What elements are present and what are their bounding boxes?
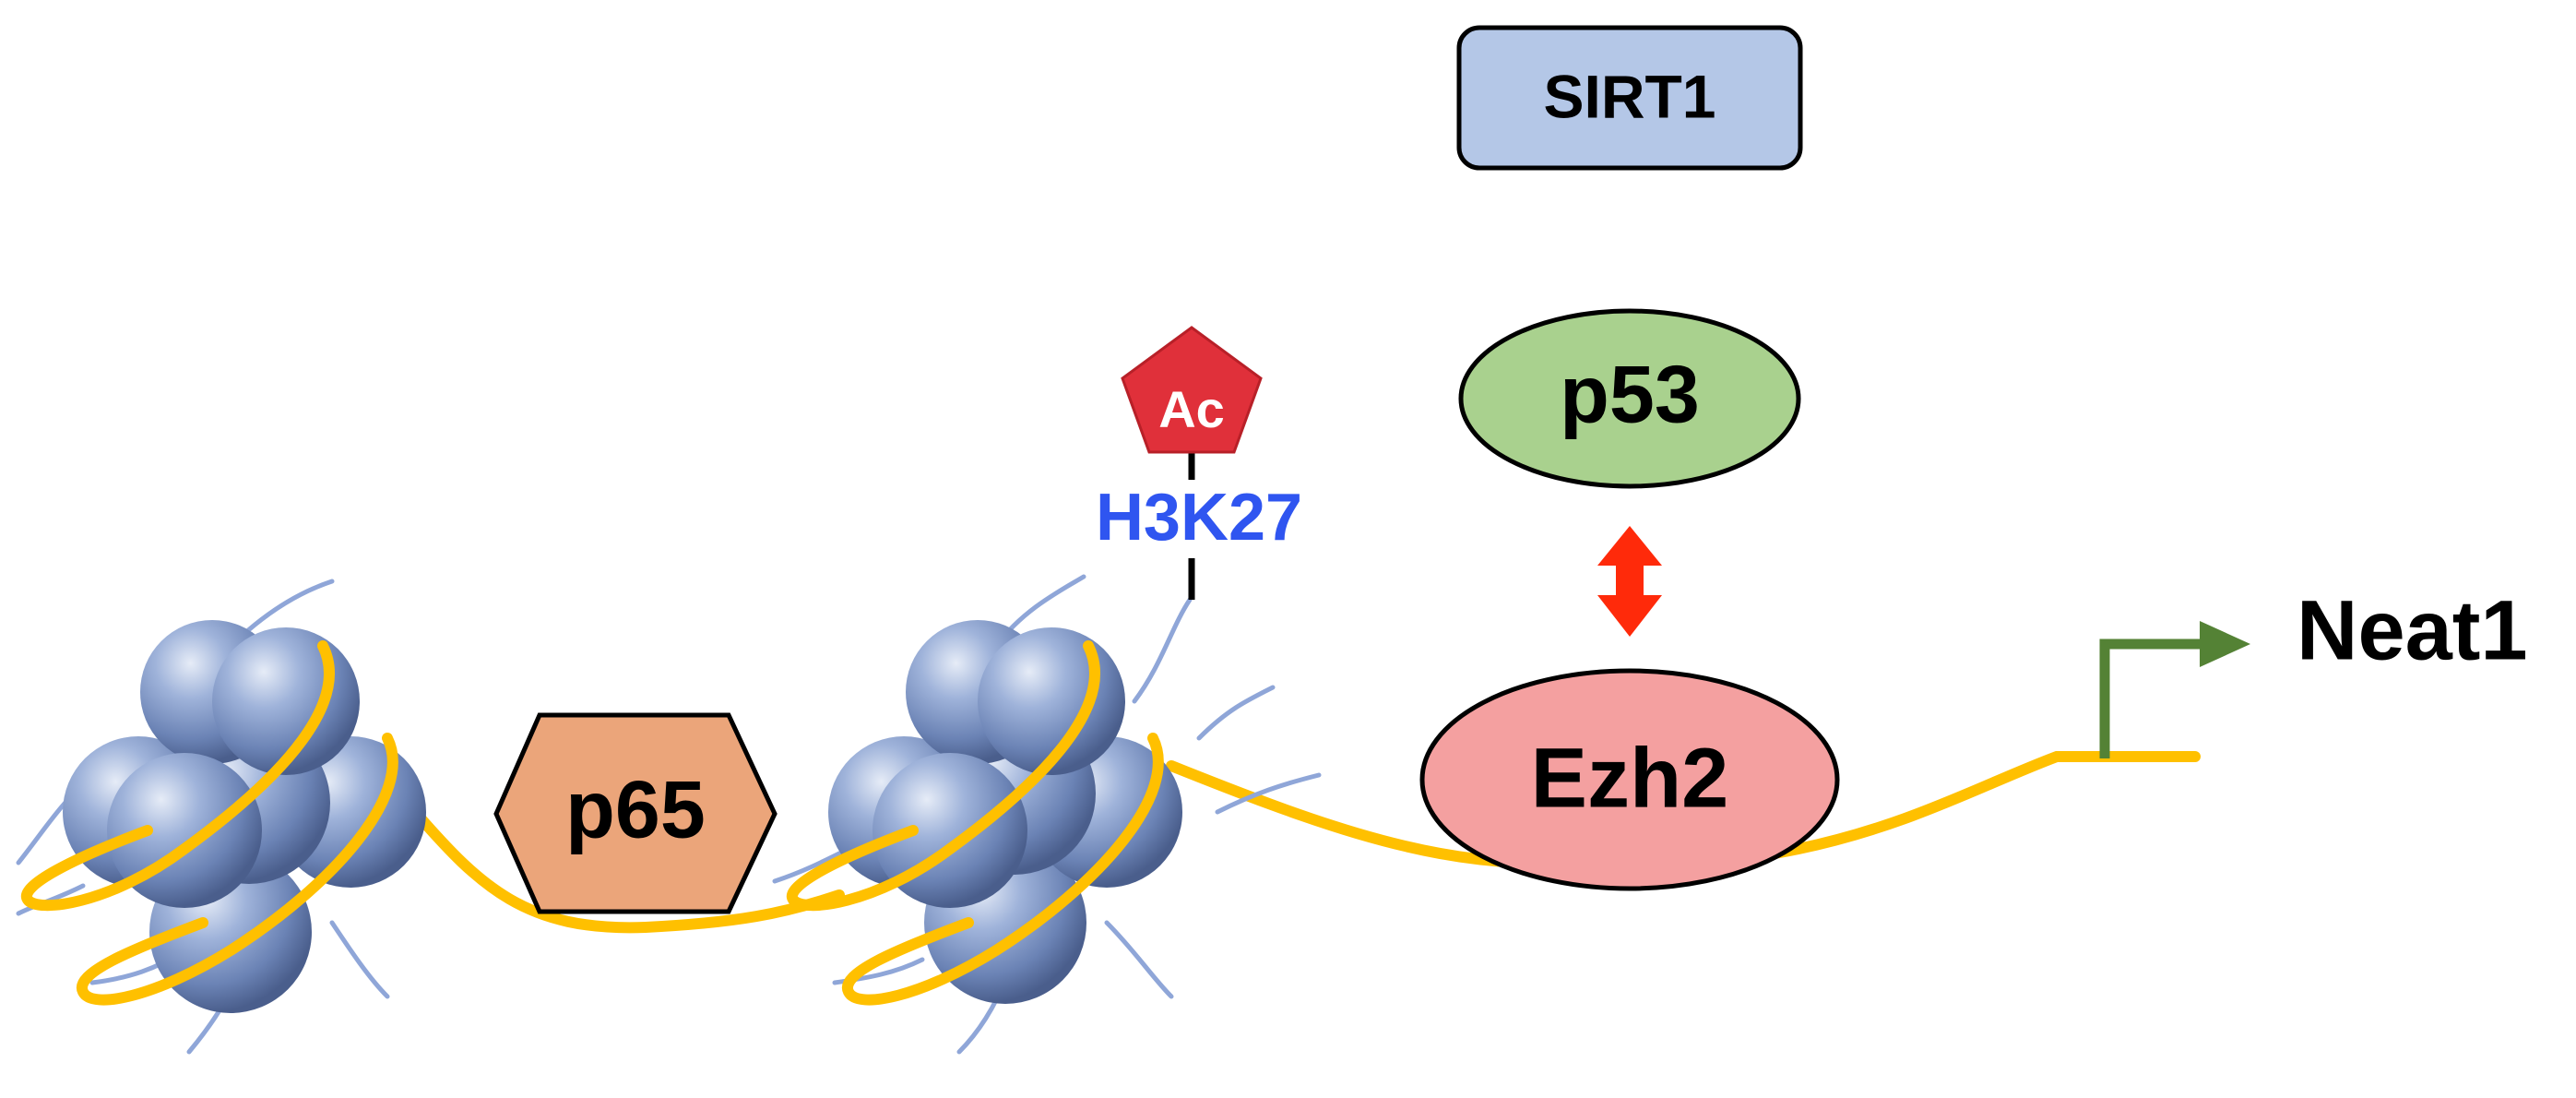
dna-wrap <box>21 640 398 1006</box>
sirt1-node: SIRT1 <box>1456 25 1803 171</box>
dna-wrap <box>787 640 1164 1006</box>
neat1-label: Neat1 <box>2297 583 2528 677</box>
bent-arrow-icon <box>2099 621 2250 758</box>
p53-label: p53 <box>1560 348 1700 439</box>
p65-node: p65 <box>493 712 778 914</box>
acetylation-mark: Ac H3K27 <box>1096 326 1302 600</box>
ezh2-node: Ezh2 <box>1419 668 1840 891</box>
h3k27-label: H3K27 <box>1096 481 1302 555</box>
ezh2-ellipse <box>1419 668 1840 891</box>
p65-label: p65 <box>565 763 706 854</box>
ac-label: Ac <box>1158 380 1225 438</box>
ezh2-label: Ezh2 <box>1531 731 1729 825</box>
p53-ellipse <box>1458 308 1801 489</box>
sirt1-box <box>1456 25 1803 171</box>
p65-hexagon <box>493 712 778 914</box>
ac-pentagon-icon <box>1121 326 1263 454</box>
nucleosome-2 <box>772 574 1322 1055</box>
double-headed-arrow-icon <box>1597 526 1662 637</box>
p53-node: p53 <box>1458 308 1801 489</box>
nucleosome-1 <box>16 579 426 1055</box>
sirt1-label: SIRT1 <box>1543 62 1715 130</box>
